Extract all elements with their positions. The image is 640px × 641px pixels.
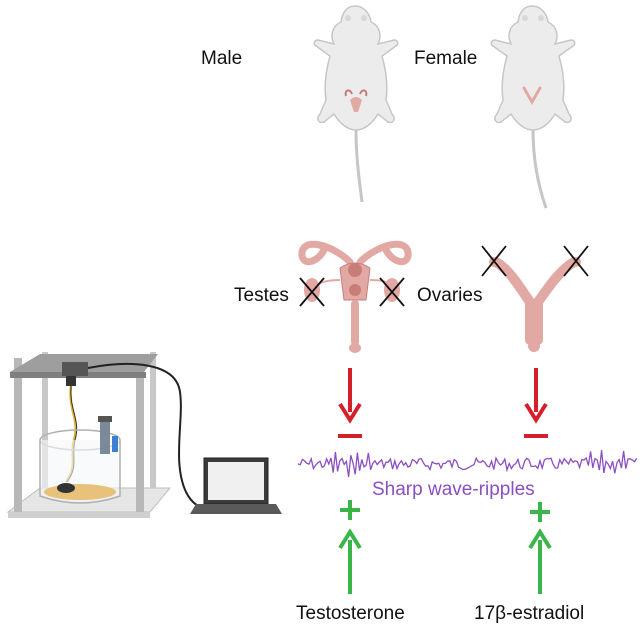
male-reproductive-tract xyxy=(298,240,412,353)
testosterone-label: Testosterone xyxy=(296,603,405,624)
estradiol-label: 17β-estradiol xyxy=(474,603,585,624)
sharp-wave-ripple-trace xyxy=(297,450,638,477)
inhibit-arrow-testes xyxy=(338,368,362,438)
female-reproductive-tract xyxy=(481,245,589,352)
excite-arrow-testosterone xyxy=(338,500,362,594)
cross-mark xyxy=(379,277,405,307)
cross-mark xyxy=(563,245,589,277)
testes-label: Testes xyxy=(234,285,289,306)
cross-mark xyxy=(299,277,325,307)
cross-mark xyxy=(481,245,507,277)
inhibit-arrow-ovaries xyxy=(524,368,548,438)
excite-arrow-estradiol xyxy=(528,502,552,594)
recording-rig-illustration xyxy=(6,352,282,518)
sharp-wave-ripples-label: Sharp wave-ripples xyxy=(372,479,535,500)
female-mouse-illustration xyxy=(490,5,576,209)
male-mouse-illustration xyxy=(313,5,399,203)
male-label: Male xyxy=(201,48,243,69)
female-label: Female xyxy=(414,48,478,69)
ovaries-label: Ovaries xyxy=(417,285,483,306)
